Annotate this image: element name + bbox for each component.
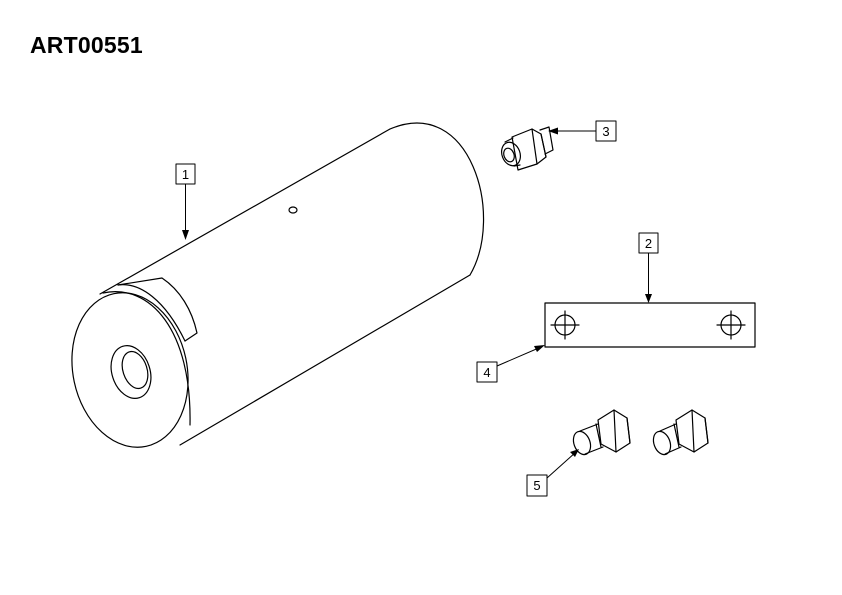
fitting-part xyxy=(500,126,554,171)
plate-part xyxy=(544,302,756,348)
callout-2: 2 xyxy=(638,232,659,303)
callout-1: 1 xyxy=(175,163,196,240)
callout-4: 4 xyxy=(476,345,545,383)
callout-3: 3 xyxy=(548,120,617,142)
callout-5-label: 5 xyxy=(533,478,540,493)
callout-1-label: 1 xyxy=(182,167,189,182)
cylinder-part xyxy=(71,122,485,448)
callout-3-label: 3 xyxy=(602,124,609,139)
drawing-title: ART00551 xyxy=(30,32,143,58)
callout-2-label: 2 xyxy=(645,236,652,251)
callout-5: 5 xyxy=(526,449,579,497)
callout-4-label: 4 xyxy=(483,365,490,380)
bolt-part-right xyxy=(652,409,709,456)
bolt-part-left xyxy=(572,409,631,456)
